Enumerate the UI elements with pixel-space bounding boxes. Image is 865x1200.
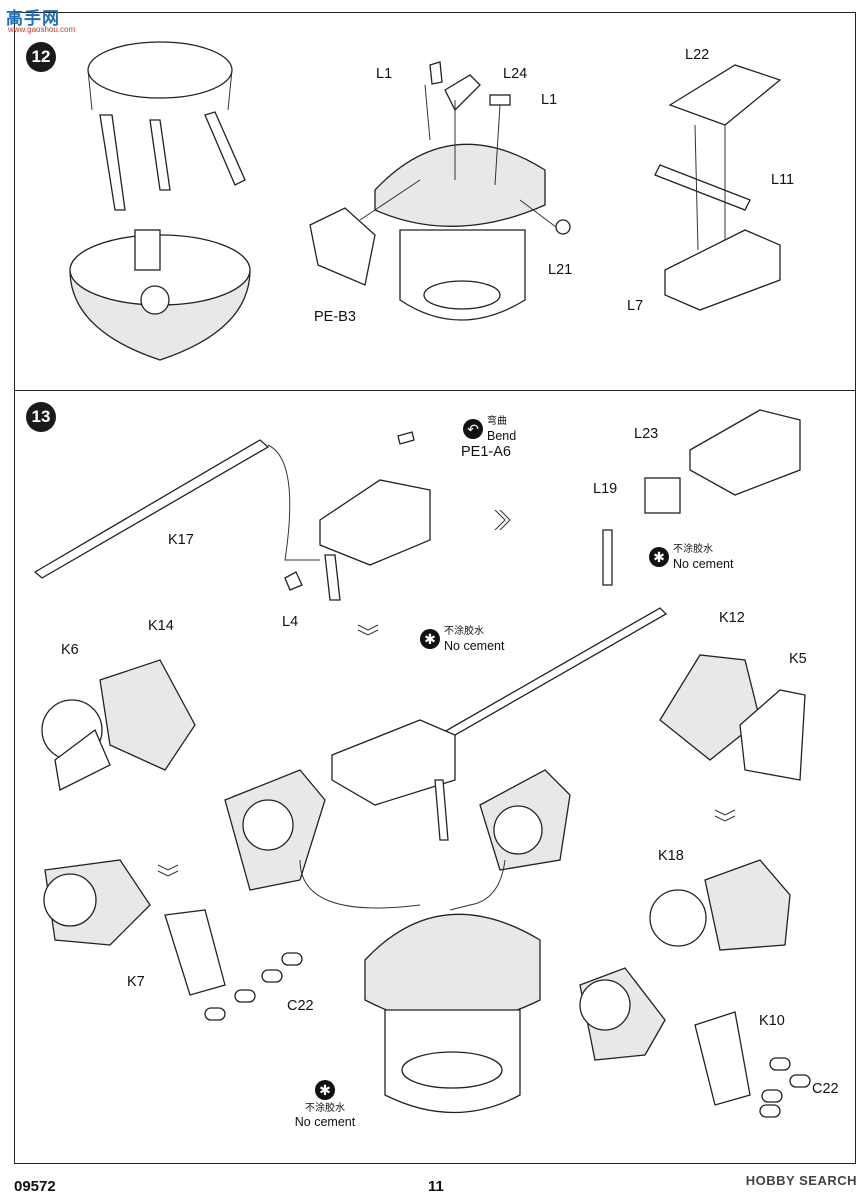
bend-note-zh: 弯曲 bbox=[487, 416, 507, 427]
step-13-badge: 13 bbox=[26, 402, 56, 432]
gun-body-top-drawing bbox=[284, 431, 431, 601]
label-L4: L4 bbox=[282, 614, 299, 630]
shield-k14-k6-drawing bbox=[41, 659, 196, 791]
step-12-badge: 12 bbox=[26, 42, 56, 72]
no-cement-en: No cement bbox=[294, 1115, 356, 1129]
turret-drawing-13 bbox=[364, 913, 541, 1114]
label-K18: K18 bbox=[658, 848, 684, 864]
no-cement-note-2: ✱ 不涂胶水 No cement bbox=[420, 624, 504, 654]
bend-note: ↶ 弯曲 Bend bbox=[463, 414, 516, 444]
label-K14: K14 bbox=[148, 618, 174, 634]
label-PE1-A6: PE1-A6 bbox=[461, 444, 511, 460]
no-cement-icon: ✱ bbox=[649, 547, 669, 567]
shield-k18-drawing bbox=[649, 859, 791, 951]
gun-mount-parts-drawing bbox=[654, 64, 782, 311]
main-gun-drawing bbox=[331, 607, 668, 841]
page-frame bbox=[14, 12, 856, 1164]
site-logo-domain: www.gaoshou.com bbox=[8, 25, 76, 34]
label-K5: K5 bbox=[789, 651, 807, 667]
label-L7: L7 bbox=[627, 298, 644, 314]
site-logo: 高手网 bbox=[6, 9, 60, 28]
rotate-arrows bbox=[157, 509, 736, 877]
bend-icon: ↶ bbox=[463, 419, 483, 439]
no-cement-zh: 不涂胶水 bbox=[305, 1103, 345, 1114]
turret-basket-drawing bbox=[69, 41, 251, 361]
page-number: 11 bbox=[428, 1178, 444, 1195]
no-cement-en: No cement bbox=[673, 557, 734, 571]
label-K6: K6 bbox=[61, 642, 79, 658]
label-L24: L24 bbox=[503, 66, 528, 82]
label-K10: K10 bbox=[759, 1013, 785, 1029]
label-K17: K17 bbox=[168, 532, 194, 548]
label-C22-b: C22 bbox=[812, 1081, 839, 1097]
turret-drawing-12 bbox=[309, 61, 571, 321]
label-L21: L21 bbox=[548, 262, 573, 278]
no-cement-zh: 不涂胶水 bbox=[444, 626, 484, 637]
label-C22-a: C22 bbox=[287, 998, 314, 1014]
no-cement-note-1: ✱ 不涂胶水 No cement bbox=[649, 542, 733, 572]
barrel-k17-drawing bbox=[33, 439, 320, 579]
step-divider bbox=[14, 390, 856, 391]
label-L11: L11 bbox=[771, 172, 795, 188]
kit-number: 09572 bbox=[14, 1178, 56, 1195]
no-cement-icon: ✱ bbox=[315, 1080, 335, 1100]
no-cement-en: No cement bbox=[444, 639, 505, 653]
watermark: HOBBY SEARCH bbox=[745, 1173, 857, 1188]
label-L23: L23 bbox=[634, 426, 659, 442]
label-L22: L22 bbox=[685, 47, 710, 63]
mg-mount-drawing bbox=[602, 409, 801, 586]
bend-note-en: Bend bbox=[487, 429, 517, 443]
label-L1-a: L1 bbox=[376, 66, 393, 82]
label-K12: K12 bbox=[719, 610, 745, 626]
label-K7: K7 bbox=[127, 974, 145, 990]
no-cement-zh: 不涂胶水 bbox=[673, 544, 713, 555]
side-shields-drawing bbox=[224, 769, 571, 911]
no-cement-note-3: ✱ 不涂胶水 No cement bbox=[270, 1080, 380, 1130]
label-L1-b: L1 bbox=[541, 92, 558, 108]
label-L19: L19 bbox=[593, 481, 618, 497]
label-PE-B3: PE-B3 bbox=[314, 309, 356, 325]
no-cement-icon: ✱ bbox=[420, 629, 440, 649]
shield-k7-drawing bbox=[43, 859, 303, 1021]
shield-k12-k5-drawing bbox=[659, 654, 806, 781]
shield-k10-drawing bbox=[579, 967, 811, 1118]
